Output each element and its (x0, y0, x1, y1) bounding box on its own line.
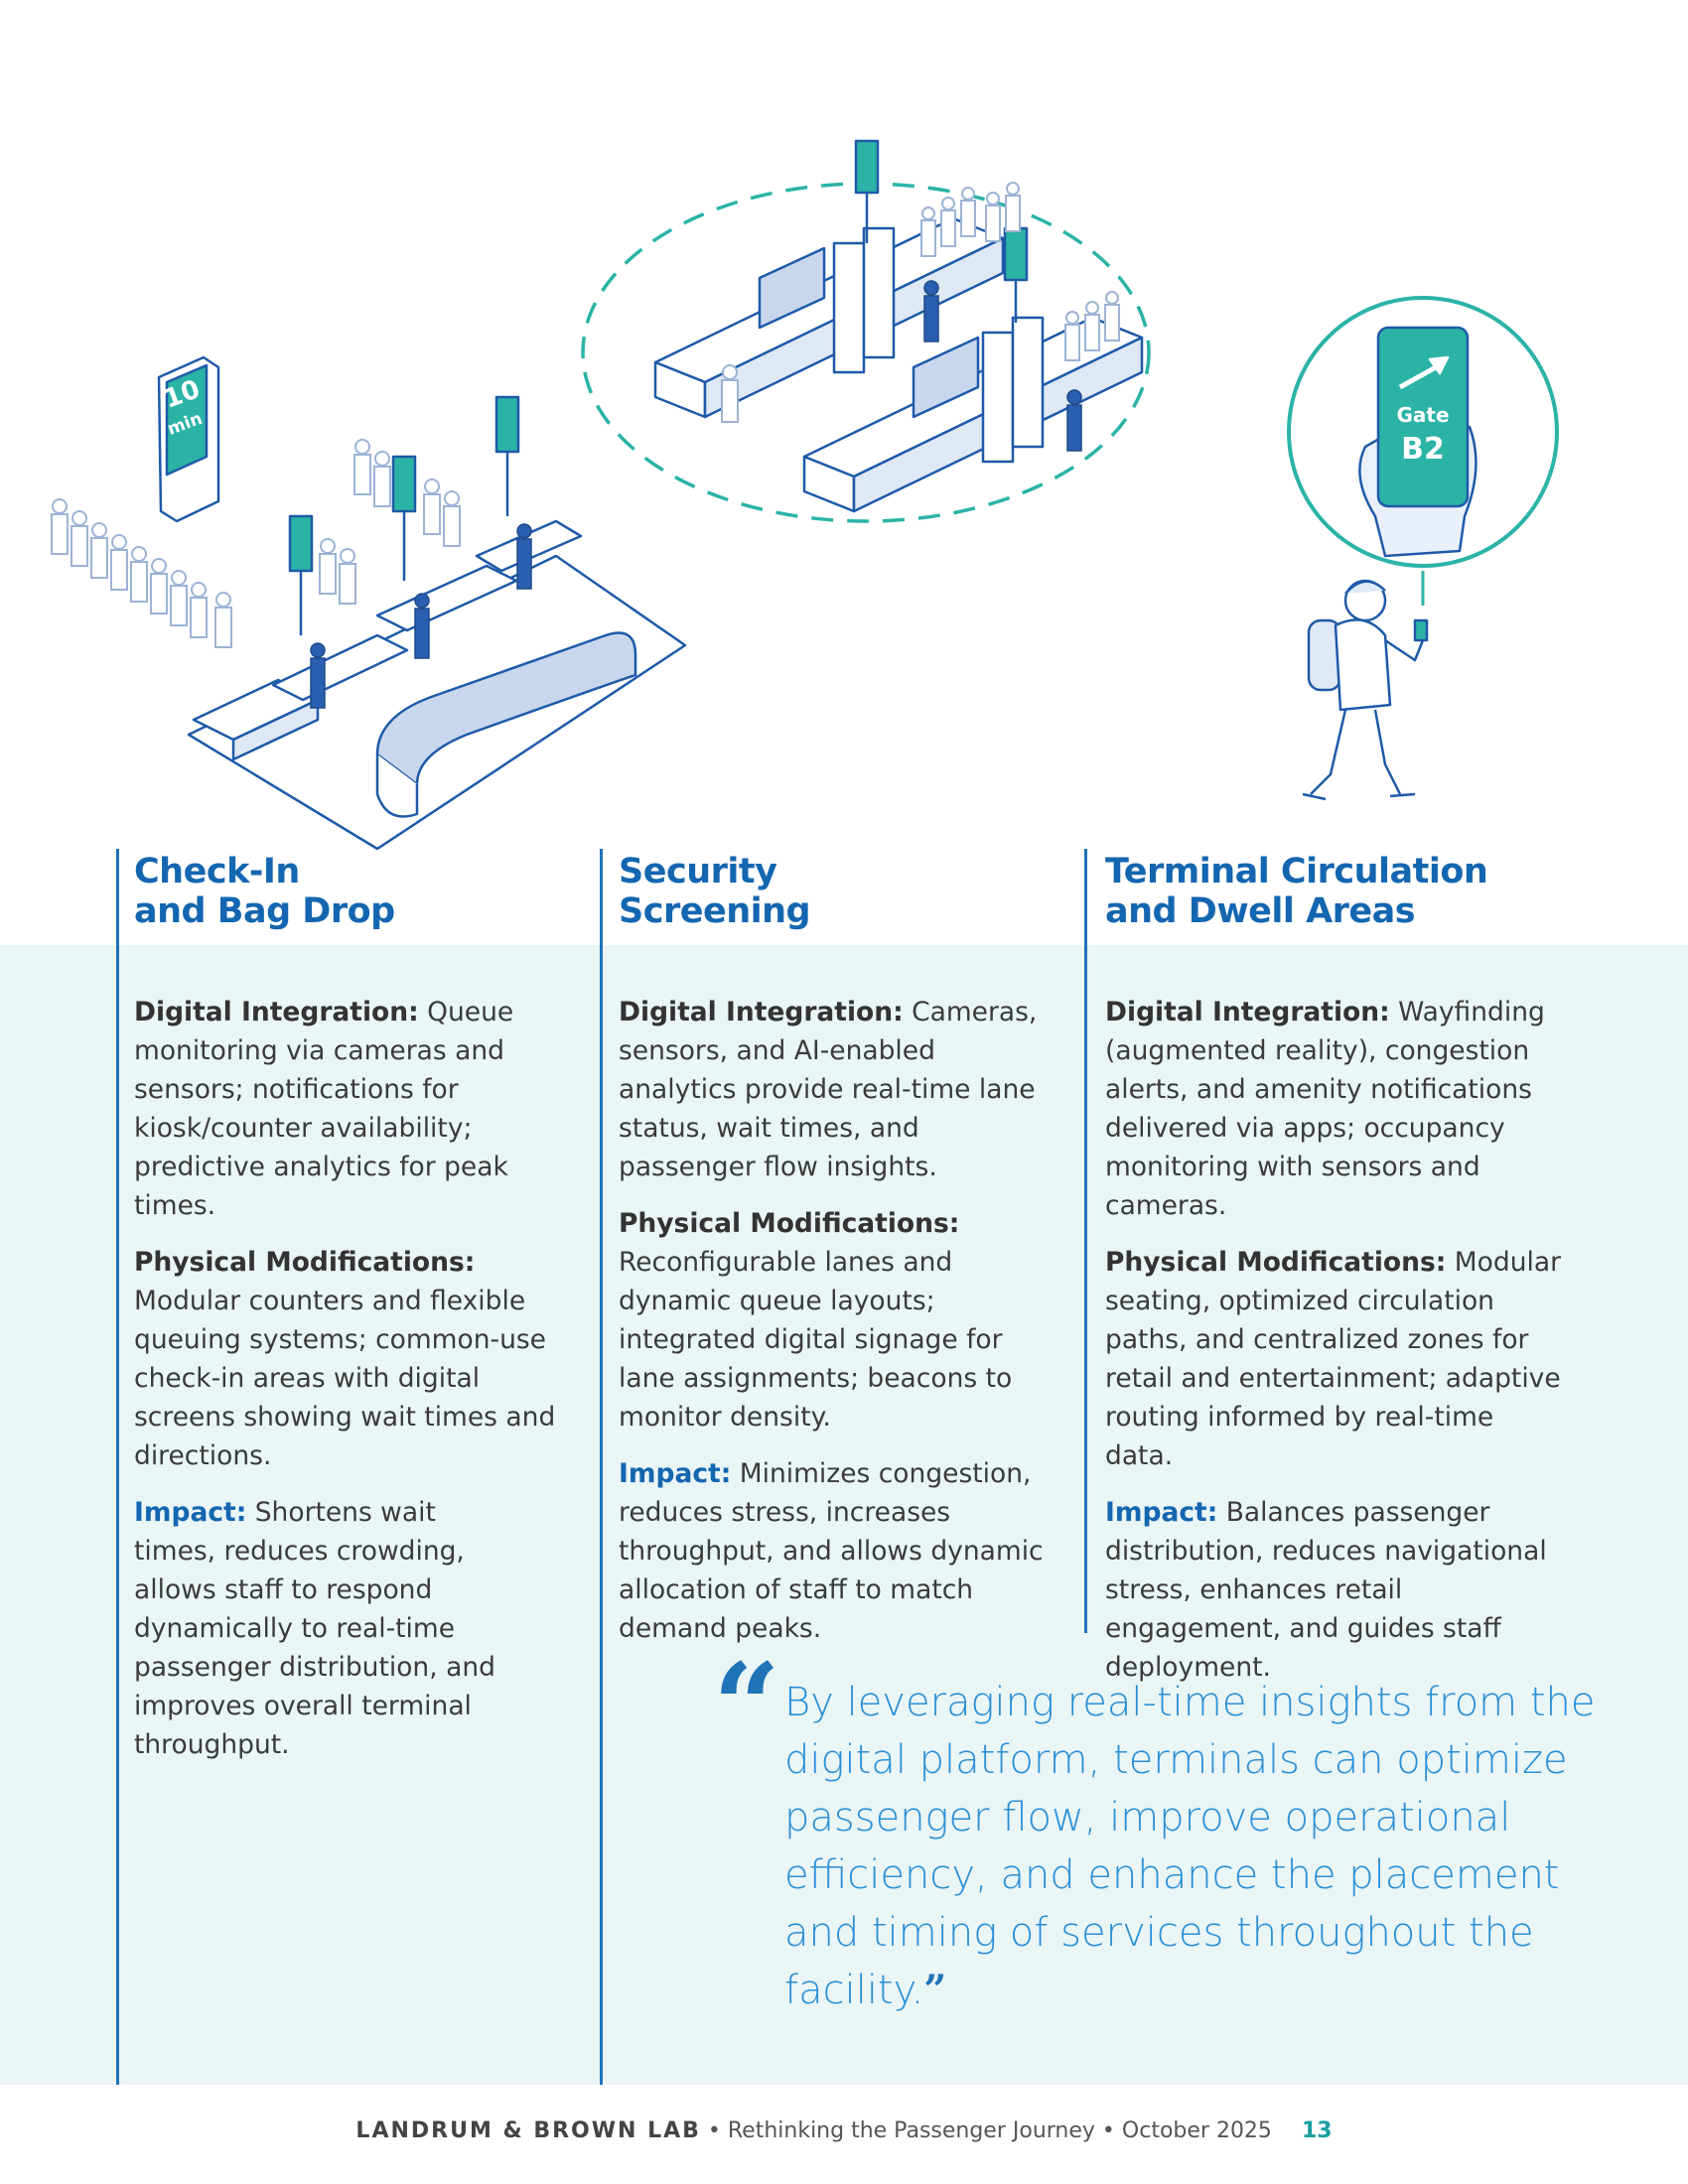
content-panel-background (0, 945, 1688, 2085)
physical-modifications-label: Physical Modifications: (619, 1208, 960, 1239)
digital-integration-text: Wayfinding (augmented reality), congesti… (1105, 997, 1545, 1221)
impact-text: Balances passenger distribution, reduces… (1105, 1497, 1547, 1683)
digital-integration-paragraph: Digital Integration: Cameras, sensors, a… (619, 993, 1055, 1186)
column-body-circulation: Digital Integration: Wayfinding (augment… (1105, 993, 1562, 1705)
footer-date: October 2025 (1121, 2118, 1272, 2143)
close-quote-mark: ” (923, 1967, 947, 2013)
column-title-line: Terminal Circulation (1105, 852, 1488, 891)
column-title-line: and Bag Drop (134, 891, 395, 931)
physical-modifications-text: Modular counters and flexible queuing sy… (134, 1286, 556, 1471)
pull-quote: By leveraging real-time insights from th… (784, 1674, 1599, 2019)
security-queue-people (721, 182, 1120, 423)
physical-modifications-label: Physical Modifications: (1105, 1247, 1447, 1278)
page-number: 13 (1301, 2118, 1333, 2143)
physical-modifications-text: Modular seating, optimized circulation p… (1105, 1247, 1561, 1471)
open-quote-mark: “ (713, 1637, 780, 1775)
impact-label: Impact: (1105, 1497, 1218, 1528)
impact-paragraph: Impact: Minimizes congestion, reduces st… (619, 1454, 1055, 1648)
digital-integration-label: Digital Integration: (619, 997, 904, 1027)
digital-integration-text: Queue monitoring via cameras and sensors… (134, 997, 514, 1221)
footer-separator: • (1094, 2118, 1122, 2143)
column-title-security: Security Screening (619, 852, 811, 931)
phone-gate-number: B2 (1401, 432, 1445, 467)
digital-integration-text: Cameras, sensors, and AI-enabled analyti… (619, 997, 1038, 1182)
column-title-line: and Dwell Areas (1105, 891, 1416, 931)
column-body-security: Digital Integration: Cameras, sensors, a… (619, 993, 1055, 1666)
column-rule-1 (116, 849, 119, 2085)
column-title-check-in: Check-In and Bag Drop (134, 852, 395, 931)
footer-brand: LANDRUM & BROWN LAB (355, 2118, 701, 2143)
footer-publication: Rethinking the Passenger Journey (727, 2118, 1095, 2143)
wayfinding-illustration (1287, 296, 1559, 801)
pull-quote-text: By leveraging real-time insights from th… (784, 1680, 1596, 2013)
queue-people (51, 439, 461, 648)
physical-modifications-paragraph: Physical Modifications: Reconfigurable l… (619, 1204, 1055, 1436)
physical-modifications-text: Reconfigurable lanes and dynamic queue l… (619, 1247, 1013, 1433)
security-staff (923, 280, 1082, 452)
column-title-circulation: Terminal Circulation and Dwell Areas (1105, 852, 1488, 931)
impact-text: Shortens wait times, reduces crowding, a… (134, 1497, 495, 1760)
phone-gate-label: Gate (1396, 403, 1449, 427)
physical-modifications-paragraph: Physical Modifications: Modular seating,… (1105, 1243, 1562, 1475)
column-rule-2 (600, 849, 603, 2085)
column-title-line: Check-In (134, 852, 300, 891)
impact-paragraph: Impact: Shortens wait times, reduces cro… (134, 1493, 563, 1764)
digital-integration-label: Digital Integration: (134, 997, 419, 1027)
impact-text: Minimizes congestion, reduces stress, in… (619, 1458, 1044, 1644)
impact-label: Impact: (619, 1458, 732, 1489)
physical-modifications-label: Physical Modifications: (134, 1247, 476, 1278)
footer-separator: • (700, 2118, 728, 2143)
column-title-line: Screening (619, 891, 811, 931)
security-illustration (581, 139, 1151, 523)
impact-paragraph: Impact: Balances passenger distribution,… (1105, 1493, 1562, 1687)
digital-integration-paragraph: Digital Integration: Queue monitoring vi… (134, 993, 563, 1225)
illustrations: 10 min (51, 139, 1559, 851)
impact-label: Impact: (134, 1497, 247, 1528)
column-title-line: Security (619, 852, 777, 891)
column-body-check-in: Digital Integration: Queue monitoring vi… (134, 993, 563, 1782)
column-rule-3 (1084, 849, 1087, 1633)
physical-modifications-paragraph: Physical Modifications: Modular counters… (134, 1243, 563, 1475)
check-in-staff (310, 523, 532, 709)
digital-integration-label: Digital Integration: (1105, 997, 1390, 1027)
check-in-illustration (157, 355, 687, 851)
page-footer: LANDRUM & BROWN LAB • Rethinking the Pas… (0, 2118, 1688, 2143)
digital-integration-paragraph: Digital Integration: Wayfinding (augment… (1105, 993, 1562, 1225)
